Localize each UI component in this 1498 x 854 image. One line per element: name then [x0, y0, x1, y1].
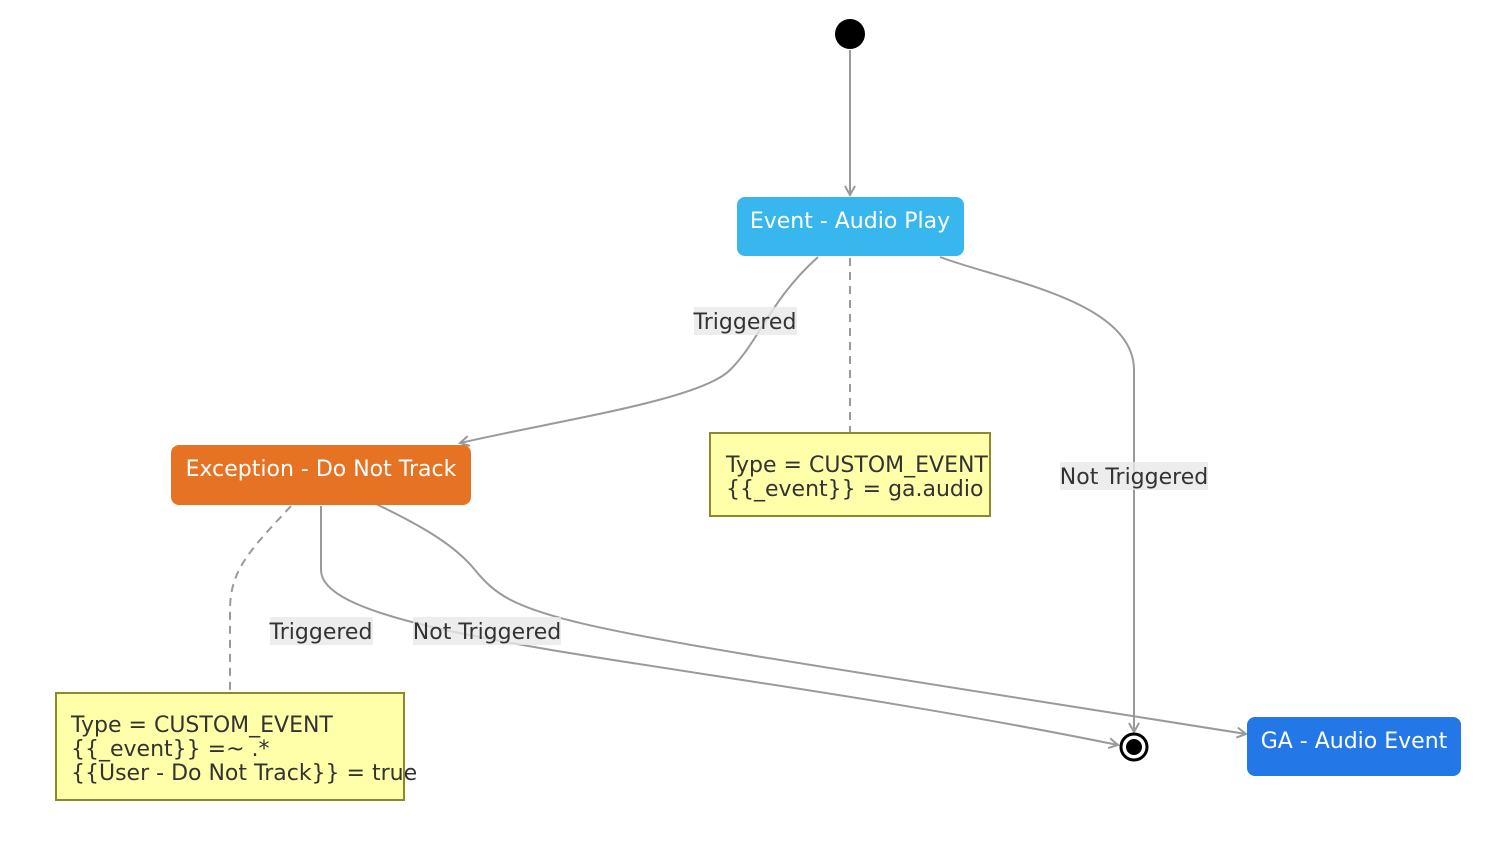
edge-exception-to-ga: [375, 503, 1246, 734]
state-ga-audio-event[interactable]: GA - Audio Event: [1247, 717, 1461, 776]
note-exception-line-3: {{User - Do Not Track}} = true: [71, 761, 417, 786]
note-exception-line-2: {{_event}} =~ .*: [71, 737, 270, 762]
start-node: [835, 19, 865, 49]
state-event-audio-play[interactable]: Event - Audio Play: [737, 197, 964, 256]
edge-label-event-triggered: Triggered: [693, 307, 797, 335]
note-event-line-2: {{_event}} = ga.audio: [726, 477, 983, 502]
edge-event-to-end: [939, 256, 1134, 732]
end-node: [1119, 732, 1149, 762]
edge-exception-to-end: [320, 506, 1118, 745]
state-event-label: Event - Audio Play: [750, 209, 950, 234]
note-exception-conditions: Type = CUSTOM_EVENT {{_event}} =~ .* {{U…: [55, 692, 417, 801]
svg-text:Triggered: Triggered: [693, 310, 797, 335]
state-exception-do-not-track[interactable]: Exception - Do Not Track: [171, 445, 471, 505]
note-event-line-1: Type = CUSTOM_EVENT: [725, 453, 988, 478]
state-ga-label: GA - Audio Event: [1261, 729, 1448, 754]
svg-text:Not Triggered: Not Triggered: [1060, 465, 1208, 490]
note-event-conditions: Type = CUSTOM_EVENT {{_event}} = ga.audi…: [709, 432, 991, 517]
svg-text:Not Triggered: Not Triggered: [413, 620, 561, 645]
state-exception-label: Exception - Do Not Track: [186, 457, 457, 482]
edge-label-exception-triggered: Triggered: [269, 617, 373, 645]
edge-label-exception-not-triggered: Not Triggered: [413, 617, 561, 645]
edge-label-event-not-triggered: Not Triggered: [1060, 462, 1208, 490]
note-link-exception: [229, 505, 292, 692]
note-exception-line-1: Type = CUSTOM_EVENT: [70, 713, 333, 738]
svg-text:Triggered: Triggered: [269, 620, 373, 645]
edge-event-to-exception: [460, 256, 819, 443]
